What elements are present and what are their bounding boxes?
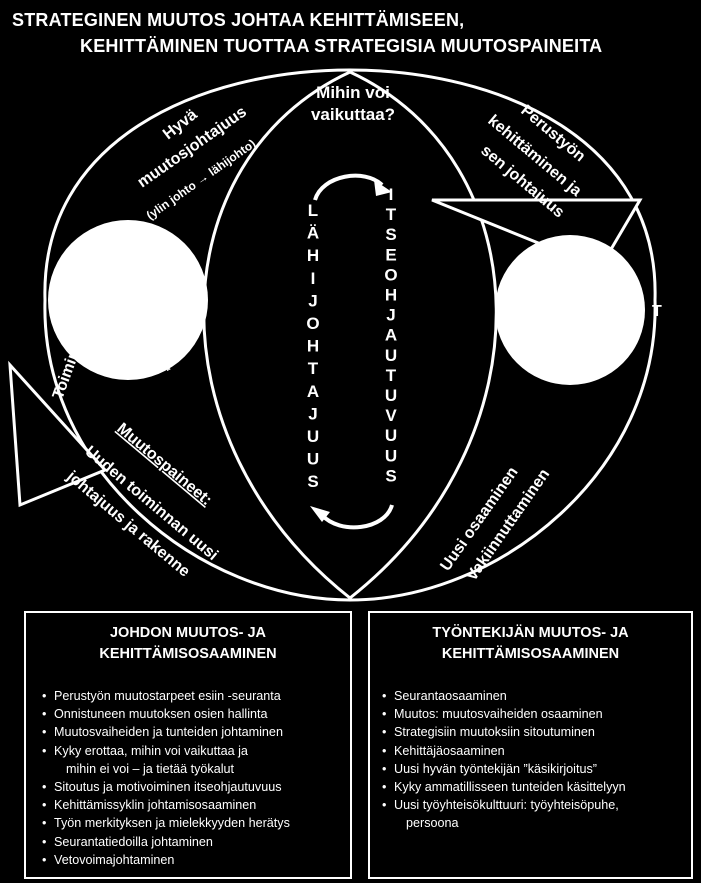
list-item: Työn merkityksen ja mielekkyyden herätys [38, 814, 350, 832]
list-item: Strategisiin muutoksiin sitoutuminen [378, 723, 691, 741]
list-item: Seurantaosaaminen [378, 687, 691, 705]
left-col-letter: J [308, 404, 317, 423]
list-item: Kyky erottaa, mihin voi vaikuttaa ja [38, 742, 350, 760]
left-col-letter: J [308, 291, 317, 310]
left-col-letter: H [307, 246, 319, 265]
outer-cycle-line [43, 68, 657, 602]
right-col-letter: T [386, 366, 397, 385]
list-item: mihin ei voi – ja tietää työkalut [66, 761, 235, 776]
right-col-letter: I [389, 185, 394, 204]
left-col-letter: H [307, 337, 319, 356]
left-col-letter: Ä [307, 224, 319, 243]
center-question-line-1: Mihin voi [316, 83, 390, 102]
list-item: Seurantatiedoilla johtaminen [38, 833, 350, 851]
right-col-letter: V [385, 406, 397, 425]
left-box-list: Perustyön muutostarpeet esiin -seurantaO… [38, 687, 350, 869]
right-box-title-line-2: KEHITTÄMISOSAAMINEN [441, 646, 620, 662]
list-item: Perustyön muutostarpeet esiin -seuranta [38, 687, 350, 705]
left-box-title-line-2: KEHITTÄMISOSAAMINEN [99, 646, 277, 662]
right-col-letter: O [384, 265, 397, 284]
list-item: Muutos: muutosvaiheiden osaaminen [378, 705, 691, 723]
list-item: Uusi hyvän työntekijän ”käsikirjoitus” [378, 760, 691, 778]
title-line-2: KEHITTÄMINEN TUOTTAA STRATEGISIA MUUTOSP… [80, 36, 603, 56]
list-item: Kehittäjäosaaminen [378, 742, 691, 760]
left-col-letter: U [307, 427, 319, 446]
bottom-left-arrow-line-1: Muutospaineet: [113, 420, 214, 509]
arrowhead-bottom-left [8, 360, 108, 508]
right-box: TYÖNTEKIJÄN MUUTOS- JA KEHITTÄMISOSAAMIN… [368, 611, 693, 879]
right-col-letter: S [385, 225, 396, 244]
center-question-line-2: vaikuttaa? [311, 105, 395, 124]
list-item: persoona [406, 816, 459, 831]
right-col-letter: H [385, 286, 397, 305]
center-loop-top-arrow [313, 173, 384, 201]
right-col-letter: T [386, 205, 397, 224]
right-box-title: TYÖNTEKIJÄN MUUTOS- JA KEHITTÄMISOSAAMIN… [370, 623, 691, 665]
left-box: JOHDON MUUTOS- JA KEHITTÄMISOSAAMINEN Pe… [24, 611, 352, 879]
center-loop-bottom-arrow [320, 504, 394, 530]
right-col-letter: A [385, 326, 397, 345]
left-col-letter: T [308, 359, 319, 378]
list-item: Kyky ammatillisseen tunteiden käsittelyy… [378, 778, 691, 796]
right-col-letter: S [385, 466, 396, 485]
left-col-letter: S [307, 472, 318, 491]
right-col-letter: U [385, 446, 397, 465]
right-fragment-letter: T [652, 303, 662, 320]
right-white-circle [495, 235, 645, 385]
right-col-letter: U [385, 346, 397, 365]
left-box-title-line-1: JOHDON MUUTOS- JA [109, 625, 267, 641]
list-item: Onnistuneen muutoksen osien hallinta [38, 705, 350, 723]
right-col-letter: U [385, 386, 397, 405]
list-item: Uusi työyhteisökulttuuri: työyhteisöpuhe… [378, 796, 691, 814]
left-col-letter: A [307, 382, 319, 401]
title-line-1: STRATEGINEN MUUTOS JOHTAA KEHITTÄMISEEN, [12, 10, 465, 30]
list-item: Muutosvaiheiden ja tunteiden johtaminen [38, 723, 350, 741]
center-loop-top-arrowhead [374, 180, 392, 196]
list-item: Vetovoimajohtaminen [38, 851, 350, 869]
left-col-letter: O [306, 314, 319, 333]
list-item: Kehittämissyklin johtamisosaaminen [38, 796, 350, 814]
center-loop-bottom-arrowhead [310, 506, 330, 522]
right-col-letter: U [385, 426, 397, 445]
left-col-letter: U [307, 450, 319, 469]
left-box-title: JOHDON MUUTOS- JA KEHITTÄMISOSAAMINEN [26, 623, 350, 665]
right-col-letter: E [385, 245, 396, 264]
right-col-letter: J [386, 306, 395, 325]
list-item: Sitoutus ja motivoiminen itseohjautuvuus [38, 778, 350, 796]
right-box-title-line-1: TYÖNTEKIJÄN MUUTOS- JA [432, 625, 629, 641]
right-box-list: SeurantaosaaminenMuutos: muutosvaiheiden… [378, 687, 691, 833]
left-white-circle [48, 220, 208, 380]
left-col-letter: I [311, 269, 316, 288]
left-col-letter: L [308, 201, 318, 220]
